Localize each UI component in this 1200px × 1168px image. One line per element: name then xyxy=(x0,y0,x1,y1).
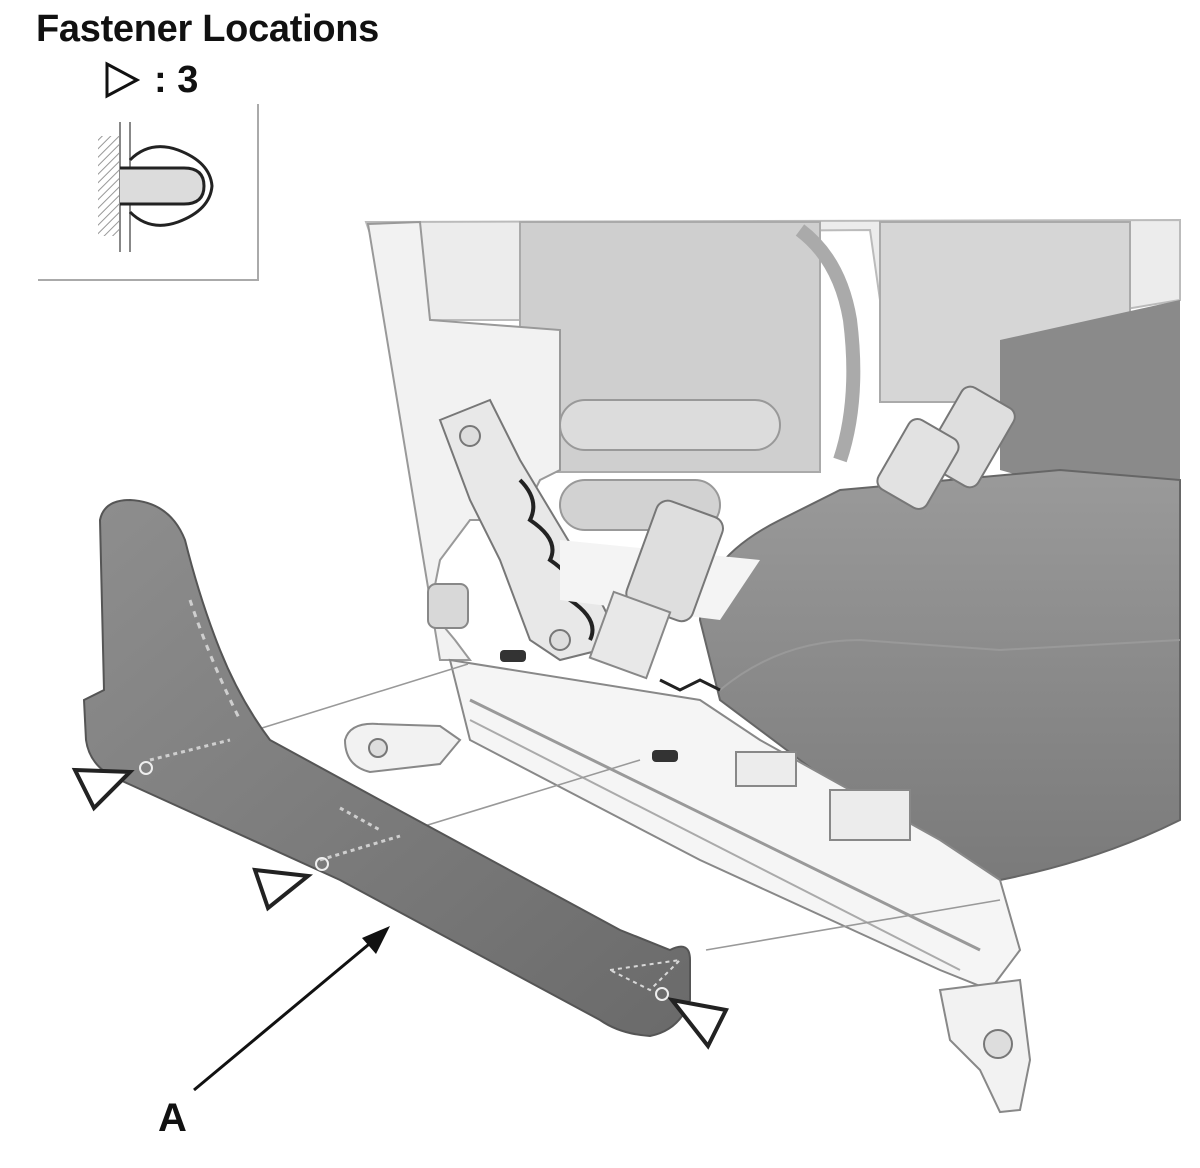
fastener-marker-3 xyxy=(655,987,729,1050)
seat-side-cover-a xyxy=(82,498,691,1038)
fastener-marker-2 xyxy=(252,857,329,912)
callout-label-a: A xyxy=(158,1096,187,1140)
leader-lines xyxy=(261,663,1001,951)
fastener-marker-1 xyxy=(71,761,153,812)
fastener-count-text: : 3 xyxy=(154,58,199,101)
clip-detail-inset xyxy=(38,104,259,281)
seat-belt-buckle-left xyxy=(588,499,724,680)
open-triangle-icon xyxy=(105,61,140,99)
diagram-title: Fastener Locations xyxy=(36,8,380,50)
seat-belt-buckle-right xyxy=(876,385,1016,510)
fastener-legend: : 3 xyxy=(104,58,198,102)
seat-cross-tube xyxy=(559,399,781,531)
seat-rail xyxy=(343,650,1032,1114)
callout-arrow-a xyxy=(193,926,390,1092)
